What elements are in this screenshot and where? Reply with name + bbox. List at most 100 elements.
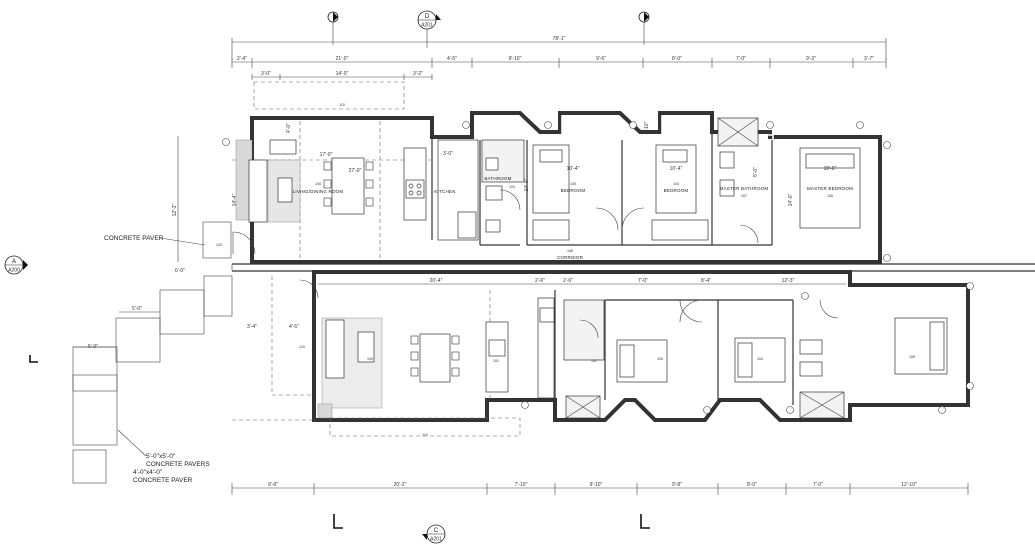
section-marker-top: D A201 bbox=[417, 10, 441, 48]
mid-dim-2: 2'-6" bbox=[535, 278, 545, 284]
room-number-lower-master: 106 bbox=[909, 355, 915, 359]
room-label-living-dining: LIVING/DINING ROOM bbox=[293, 189, 344, 194]
mid-dim-6: 12'-3" bbox=[782, 278, 795, 284]
section-marker-left: A A200 bbox=[4, 255, 28, 275]
dim-entry-depth: 4'-0" bbox=[286, 123, 292, 133]
room-label-bedroom-2: BEDROOM bbox=[664, 188, 689, 193]
dim-dining-width: 27'-0" bbox=[349, 168, 362, 174]
room-number-lower-kitchen: 101 bbox=[493, 359, 499, 363]
note-pavers-size: 5'-0"x5'-0" bbox=[146, 453, 176, 460]
note-paver-size: 4'-0"x4'-0" bbox=[133, 469, 163, 476]
section-marker-bottom: C A201 bbox=[422, 524, 446, 544]
dimension-top-sub-string: 3'-0" 14'-0" 3'-2" 110 bbox=[251, 71, 433, 110]
upper-unit-doors bbox=[232, 189, 759, 255]
grid-marker-left-top bbox=[327, 11, 339, 45]
room-number-107: 107 bbox=[741, 194, 747, 198]
section-cut-left bbox=[29, 355, 38, 363]
left-dim-5: 3'-4" bbox=[247, 324, 257, 330]
room-number-106: 106 bbox=[827, 194, 833, 198]
top-dim-8: 9'-3" bbox=[806, 56, 816, 62]
top-dim-1: 2'-4" bbox=[237, 56, 247, 62]
section-letter-bottom: C bbox=[434, 528, 439, 534]
top-sub-dim-1: 3'-0" bbox=[261, 71, 271, 77]
room-number-lower-bath: 102 bbox=[591, 359, 597, 363]
top-dim-4: 9'-10" bbox=[509, 56, 522, 62]
upper-unit-labels: 17'-0" 27'-0" 100 LIVING/DINING ROOM KIT… bbox=[216, 121, 853, 260]
top-dim-2: 21'-0" bbox=[336, 56, 349, 62]
bottom-dim-1: 9'-9" bbox=[268, 482, 278, 488]
note-concrete-paver: CONCRETE PAVER bbox=[104, 235, 164, 242]
lower-landing bbox=[232, 403, 521, 437]
paver-notes: CONCRETE PAVER 5'-0"x5'-0" CONCRETE PAVE… bbox=[104, 235, 210, 484]
lower-unit-labels: 100 101 102 105 104 106 120 110 bbox=[299, 345, 915, 437]
left-dim-3: 5'-0" bbox=[132, 306, 142, 312]
room-label-master-bathroom: MASTER BATHROOM bbox=[720, 186, 769, 191]
room-number-lower-bedroom-2: 104 bbox=[757, 357, 763, 361]
top-dim-7: 7'-0" bbox=[736, 56, 746, 62]
mid-dim-3: 2'-6" bbox=[563, 278, 573, 284]
section-sheet-left: A200 bbox=[8, 268, 20, 274]
concrete-pavers bbox=[72, 221, 233, 484]
upper-unit-walls bbox=[232, 111, 882, 264]
section-letter-left: A bbox=[12, 259, 16, 265]
mid-dim-5: 8'-4" bbox=[701, 278, 711, 284]
dim-closet-depth: 2'-10" bbox=[644, 121, 650, 134]
room-number-103: 103 bbox=[509, 185, 515, 189]
top-dim-6: 8'-0" bbox=[672, 56, 682, 62]
room-label-master-bedroom: MASTER BEDROOM bbox=[807, 186, 853, 191]
bottom-dim-8: 12'-10" bbox=[901, 482, 917, 488]
bottom-dim-6: 8'-0" bbox=[747, 482, 757, 488]
dimension-top-string: 2'-4" 21'-0" 4'-5" 9'-10" 9'-6" 8'-0" 7'… bbox=[231, 56, 887, 68]
section-sheet-top: A201 bbox=[421, 23, 433, 29]
top-sub-dim-2: 14'-0" bbox=[336, 71, 349, 77]
note-pavers: CONCRETE PAVERS bbox=[146, 461, 210, 468]
bottom-dim-5: 9'-8" bbox=[672, 482, 682, 488]
upper-unit-furniture bbox=[235, 117, 861, 241]
room-label-bathroom: BATHROOM bbox=[484, 176, 511, 181]
top-dim-5: 9'-6" bbox=[596, 56, 606, 62]
overall-dimension-text: 78'-1" bbox=[553, 36, 566, 42]
lower-unit-furniture bbox=[321, 297, 948, 419]
dim-living-width: 17'-0" bbox=[320, 152, 333, 158]
lower-unit-doors bbox=[299, 279, 839, 339]
note-paver: CONCRETE PAVER bbox=[133, 477, 193, 484]
upper-grid-bubbles bbox=[222, 121, 891, 262]
dim-kitchen-closet: 3'-0" bbox=[443, 151, 453, 157]
room-number-100: 100 bbox=[315, 182, 321, 186]
room-number-104: 104 bbox=[673, 182, 679, 186]
dim-living-depth: 14'-4" bbox=[232, 193, 238, 206]
dim-bedroom2: 10'-4" bbox=[670, 166, 683, 172]
dim-master-bedroom: 10'-6" bbox=[824, 166, 837, 172]
top-dim-9: 3'-7" bbox=[864, 56, 874, 62]
dimension-overall: 78'-1" bbox=[231, 36, 887, 60]
left-dim-2: 6'-0" bbox=[175, 268, 185, 274]
grid-marker-right-top bbox=[638, 11, 650, 45]
building-spine bbox=[231, 263, 1035, 272]
room-label-bedroom-1: BEDROOM bbox=[561, 188, 586, 193]
section-letter-top: D bbox=[425, 14, 430, 20]
section-sheet-bottom: A201 bbox=[430, 537, 442, 543]
trellis-tag: 110 bbox=[339, 103, 345, 107]
room-number-lower-entry: 120 bbox=[299, 345, 305, 349]
bottom-dim-3: 7'-10" bbox=[515, 482, 528, 488]
top-sub-dim-3: 3'-2" bbox=[413, 71, 423, 77]
bottom-dim-2: 20'-2" bbox=[394, 482, 407, 488]
section-cut-bottom bbox=[333, 514, 650, 529]
bottom-dim-7: 7'-0" bbox=[813, 482, 823, 488]
dim-bedroom1-depth: 14'-0" bbox=[524, 178, 530, 191]
room-number-120: 120 bbox=[216, 243, 222, 247]
room-label-kitchen: KITCHEN bbox=[434, 189, 455, 194]
dim-bedroom1: 10'-4" bbox=[567, 166, 580, 172]
dim-master-bath-width: 5'-0" bbox=[753, 167, 759, 177]
top-dim-3: 4'-5" bbox=[447, 56, 457, 62]
dimension-bottom-string: 9'-9" 20'-2" 7'-10" 9'-10" 9'-8" 8'-0" 7… bbox=[231, 482, 969, 495]
left-dim-6: 4'-5" bbox=[289, 324, 299, 330]
room-number-105: 105 bbox=[570, 182, 576, 186]
room-number-lower-trellis: 110 bbox=[422, 433, 428, 437]
room-number-lower-bedroom-1: 105 bbox=[657, 357, 663, 361]
left-dim-1: 12'-3" bbox=[172, 203, 178, 216]
bottom-dim-4: 9'-10" bbox=[590, 482, 603, 488]
dimension-middle-string: 20'-4" 2'-6" 2'-6" 7'-0" 8'-4" 12'-3" bbox=[314, 278, 850, 285]
room-number-108: 108 bbox=[567, 249, 573, 253]
